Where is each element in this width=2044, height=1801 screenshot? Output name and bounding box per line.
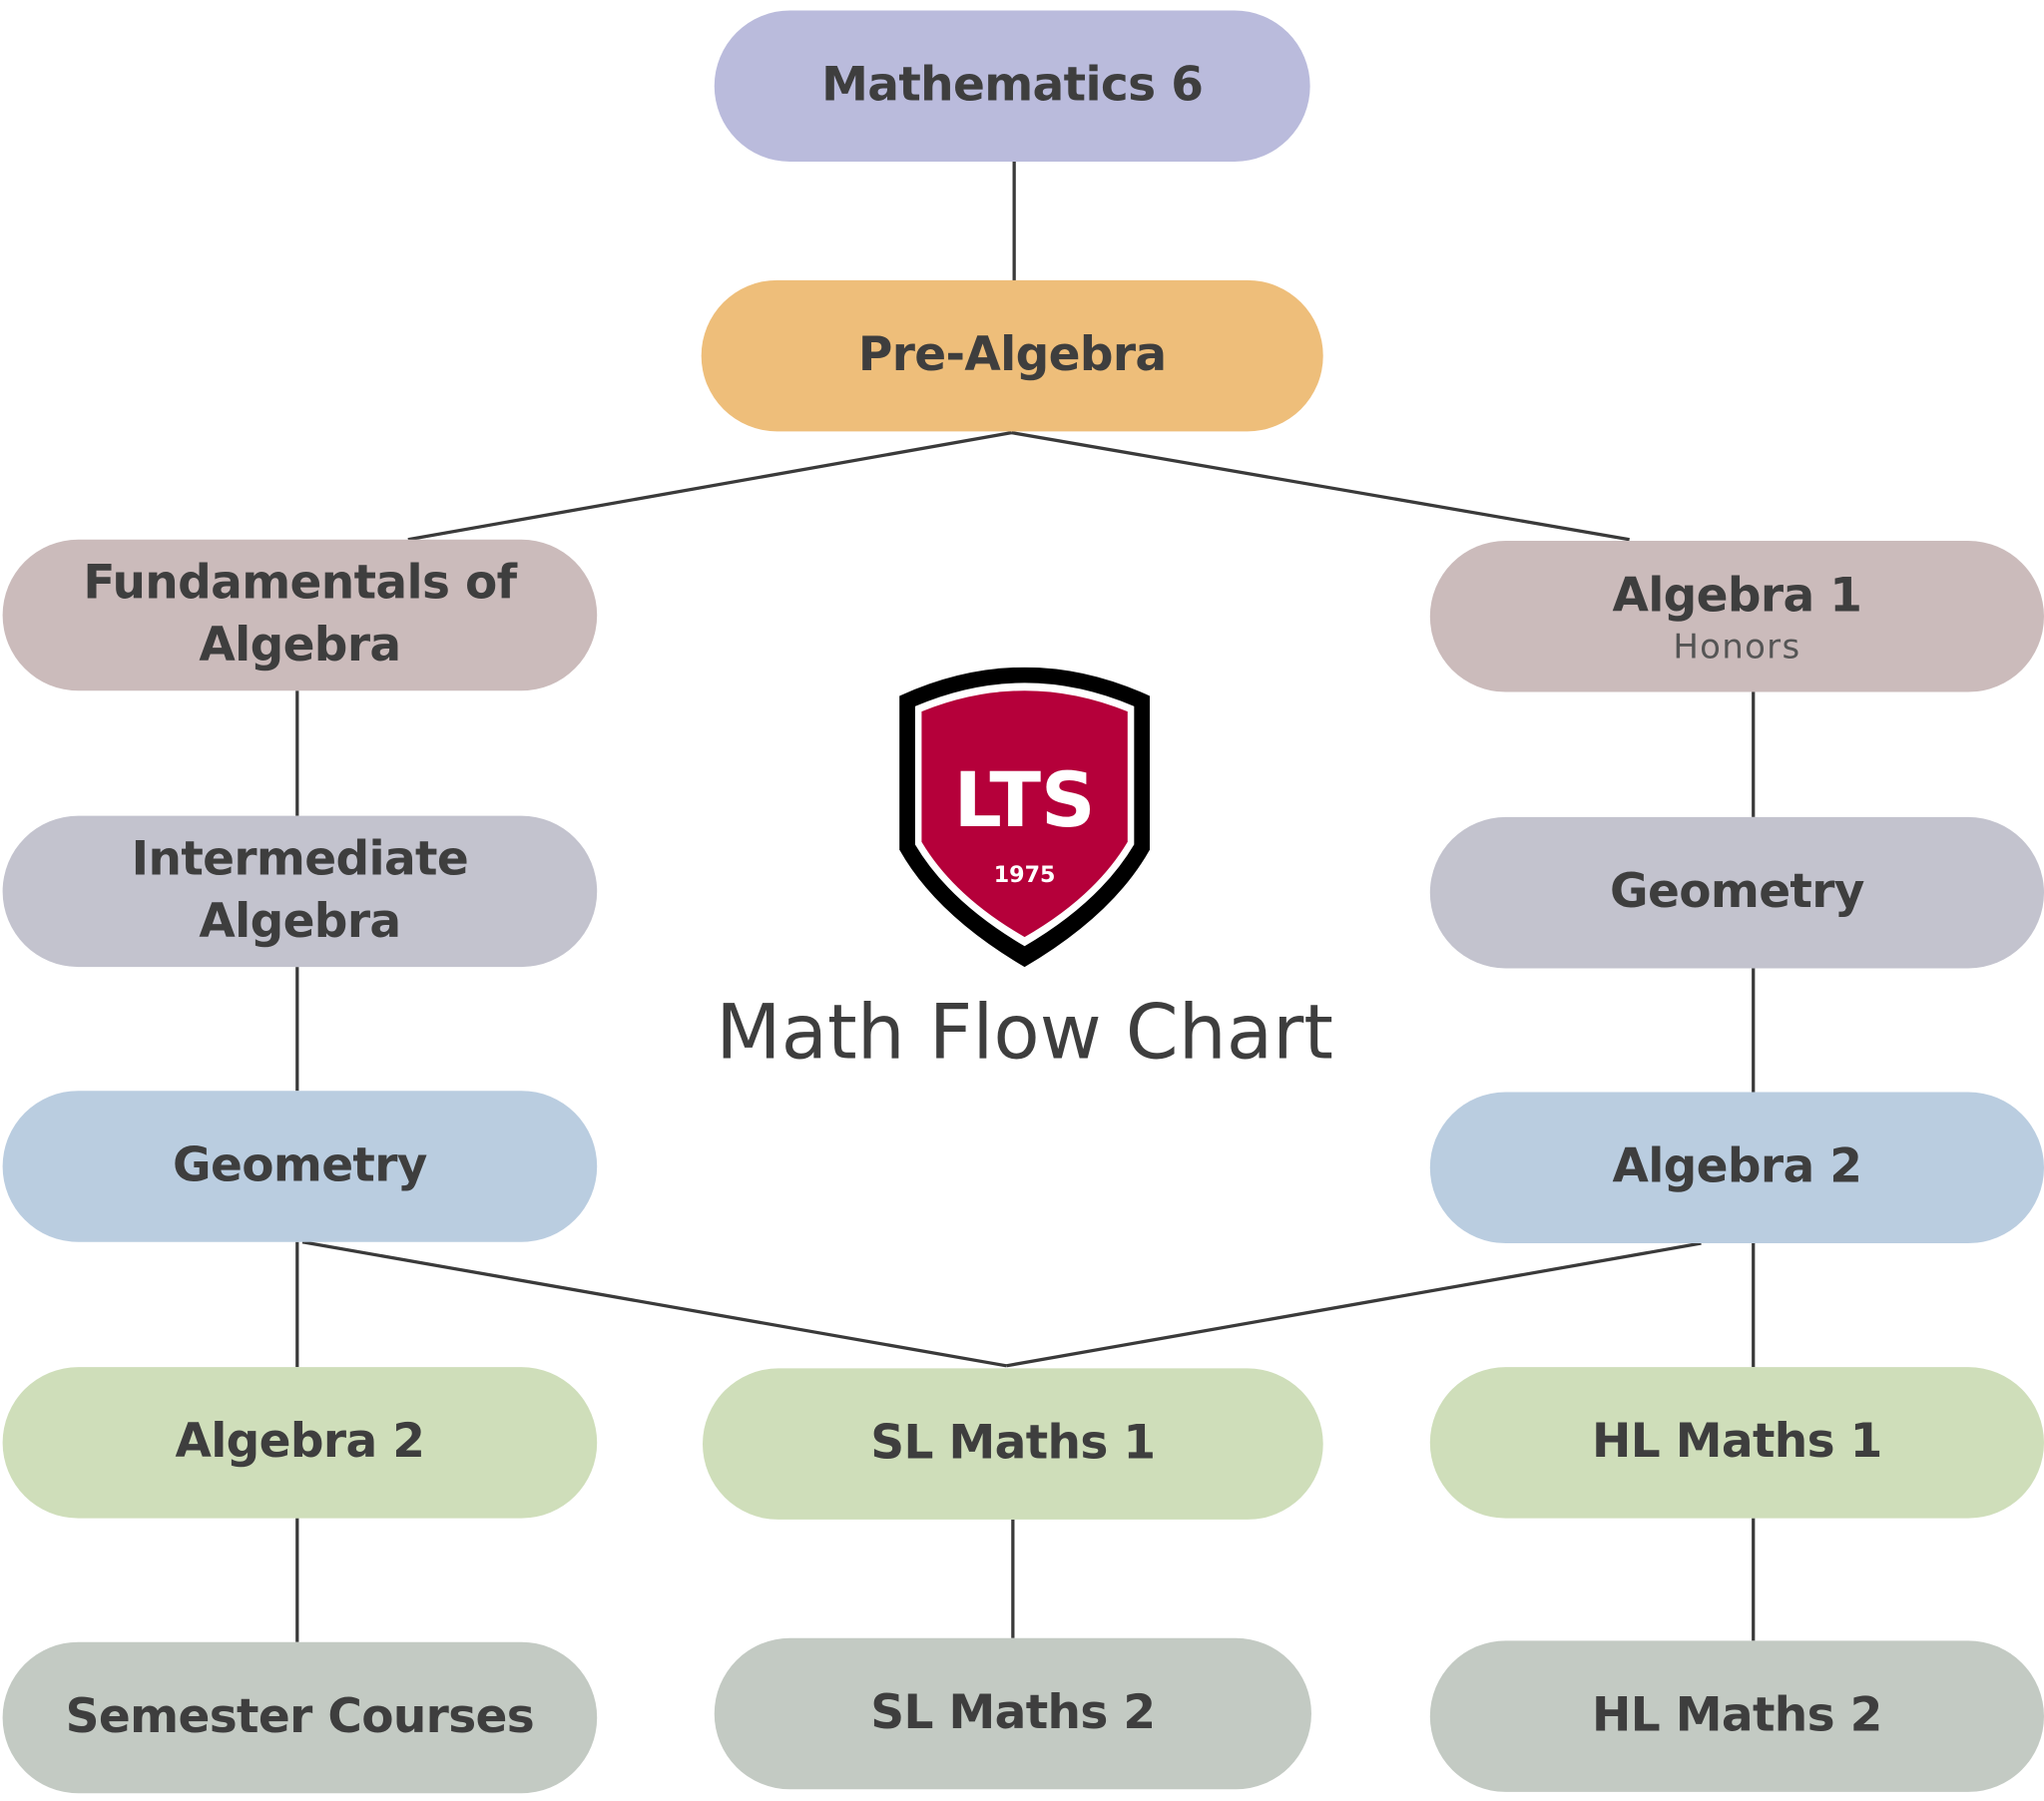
node-label: Semester Courses [65,1690,535,1744]
node-fundamentals-of-algebra: Fundamentals of Algebra [2,539,598,691]
node-label: Geometry [173,1138,427,1193]
node-geometry-right: Geometry [1429,816,2044,969]
node-geometry-left: Geometry [2,1091,598,1242]
node-label: HL Maths 1 [1592,1415,1882,1469]
node-label: SL Maths 1 [870,1416,1156,1471]
logo-text: LTS [954,756,1096,844]
node-label: Geometry [1610,865,1864,919]
logo-year: 1975 [994,862,1056,888]
node-intermediate-algebra: Intermediate Algebra [2,815,598,968]
chart-title: Math Flow Chart [716,988,1333,1077]
node-semester-courses: Semester Courses [2,1641,598,1794]
node-label: Algebra 2 [1612,1139,1862,1194]
node-sl-maths-1: SL Maths 1 [702,1368,1323,1520]
node-sublabel: Honors [1673,628,1801,668]
connector-prealg-fund [407,431,1012,542]
node-label: Mathematics 6 [821,58,1204,113]
node-label: Pre-Algebra [857,328,1167,382]
node-algebra-2-left: Algebra 2 [2,1367,598,1519]
node-hl-maths-2: HL Maths 2 [1429,1640,2044,1792]
node-label: HL Maths 2 [1592,1688,1882,1743]
connector-geo-sl1 [301,1240,1007,1368]
node-label: SL Maths 2 [870,1686,1156,1740]
connector-prealg-alg1h [1011,431,1630,542]
node-mathematics-6: Mathematics 6 [714,10,1310,162]
node-sl-maths-2: SL Maths 2 [714,1637,1311,1790]
connector-alg2-sl1 [1006,1241,1702,1368]
node-label: Fundamentals of Algebra [83,556,517,673]
node-label: Algebra 2 [175,1415,425,1469]
lts-shield-logo: LTS 1975 [899,667,1150,968]
node-hl-maths-1: HL Maths 1 [1429,1367,2044,1519]
node-algebra-2-right: Algebra 2 [1429,1092,2044,1244]
node-label: Algebra 1 [1612,569,1862,624]
node-pre-algebra: Pre-Algebra [701,279,1323,432]
node-label: Intermediate Algebra [131,832,469,949]
